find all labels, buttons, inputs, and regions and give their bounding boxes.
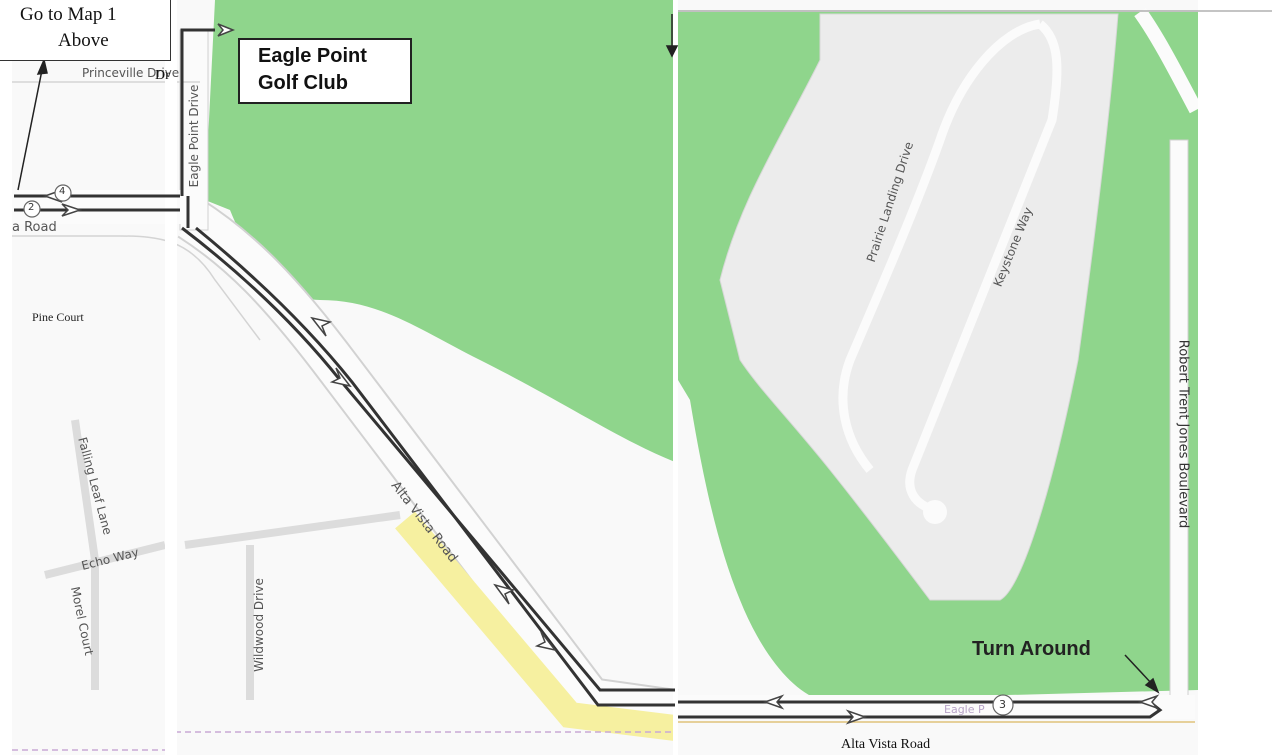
turn-around-arrow bbox=[1124, 654, 1160, 694]
alta-vista-road-diagonal-fill bbox=[178, 200, 678, 733]
bottom-road bbox=[675, 695, 1195, 719]
wildwood-road bbox=[184, 511, 401, 700]
princeville-label: Princeville Drive bbox=[82, 66, 180, 80]
marker-4-circle bbox=[54, 184, 72, 202]
prairie-landing-road bbox=[905, 20, 1062, 515]
marker-3-label: 3 bbox=[999, 698, 1006, 711]
dr-fragment-label: Dr bbox=[155, 68, 170, 83]
map-seam-left bbox=[165, 0, 177, 755]
pine-court-label: Pine Court bbox=[32, 310, 84, 324]
falling-leaf-road bbox=[71, 419, 99, 690]
eagle-point-drive-label: Eagle Point Drive bbox=[187, 84, 201, 188]
robert-trent-jones-label: Robert Trent Jones Boulevard bbox=[1175, 339, 1191, 529]
goto-line2: Above bbox=[58, 30, 109, 51]
cul-de-sac bbox=[923, 500, 947, 524]
golf-course-area-left bbox=[205, 0, 675, 462]
eagle-pt-fragment-label: Eagle P bbox=[944, 703, 985, 716]
turn-around-label: Turn Around bbox=[972, 638, 1091, 660]
a-road-label: a Road bbox=[12, 220, 57, 235]
arrow-diag-2 bbox=[329, 367, 352, 388]
map-right-margin bbox=[1198, 0, 1272, 755]
left-margin bbox=[0, 0, 12, 755]
eagle-point-drive-road bbox=[179, 29, 209, 231]
marker-2-label: 2 bbox=[28, 202, 35, 213]
highlight-segment bbox=[395, 511, 677, 741]
arrow-diag-4 bbox=[534, 631, 557, 652]
arrow-bottom-1 bbox=[762, 694, 785, 710]
keystone-road bbox=[838, 19, 1041, 473]
map-seam-middle bbox=[673, 0, 678, 755]
arrow-right-1 bbox=[61, 203, 83, 217]
marker-4-label: 4 bbox=[59, 186, 66, 197]
marker-3-circle bbox=[992, 694, 1014, 716]
arrow-diag-3 bbox=[493, 583, 516, 605]
arrow-bottom-2 bbox=[845, 709, 868, 725]
wildwood-label: Wildwood Drive bbox=[252, 578, 266, 672]
rtj-curve bbox=[1134, 7, 1203, 114]
top-seam-arrow bbox=[665, 14, 679, 58]
arrow-bottom-3 bbox=[1137, 694, 1160, 710]
subdivision-block bbox=[719, 13, 1119, 601]
golf-club-callout: Eagle Point Golf Club bbox=[238, 38, 412, 104]
goto-map-callout[interactable]: Go to Map 1 Above bbox=[0, 0, 171, 61]
alta-vista-bottom-label: Alta Vista Road bbox=[841, 737, 931, 752]
goto-line1: Go to Map 1 bbox=[20, 4, 117, 25]
golf-line1: Eagle Point bbox=[258, 45, 367, 67]
goto-arrow bbox=[17, 57, 48, 191]
race-route bbox=[14, 28, 1163, 719]
arrow-top bbox=[217, 23, 236, 37]
echo-way-road bbox=[44, 541, 166, 579]
marker-2-circle bbox=[23, 200, 41, 218]
arrow-diag-1 bbox=[310, 316, 333, 337]
golf-line2: Golf Club bbox=[258, 72, 348, 94]
route-arrows bbox=[42, 23, 1160, 725]
